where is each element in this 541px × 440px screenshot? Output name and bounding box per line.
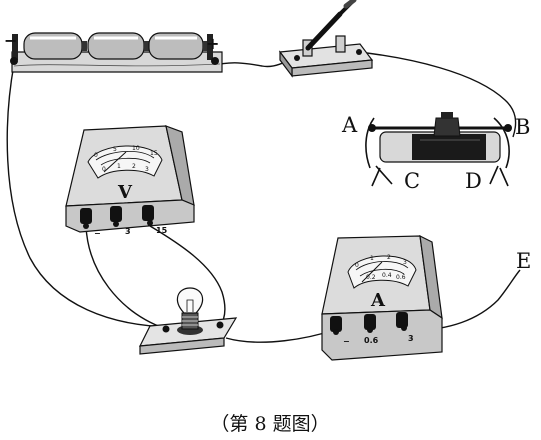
ammeter-terminal-label-0-6: 0.6 [364, 336, 379, 345]
ammeter-dial [347, 255, 417, 289]
ammeter-terminal-label-3: 3 [408, 334, 414, 343]
figure-caption: （第 8 题图） [210, 413, 329, 435]
wire-switch-to-rheostat-b [358, 51, 517, 138]
rheostat-coil [412, 134, 486, 160]
light-bulb [138, 287, 238, 355]
battery-negative-label: − [4, 31, 17, 50]
voltmeter-scale-top-3: 15 [150, 150, 158, 157]
voltmeter-terminal-label-minus: − [94, 229, 101, 238]
bulb-glass [176, 287, 204, 314]
battery-cell-2 [87, 32, 149, 60]
ammeter-scale-top-3: 3 [403, 259, 407, 266]
voltmeter-scale-top-1: 5 [113, 146, 117, 153]
rheostat-label-a: A [341, 113, 358, 137]
wire-voltmeter-minus-to-bulb [85, 225, 167, 330]
voltmeter: 0 5 10 15 0 1 2 3 V − 3 15 [65, 125, 195, 238]
voltmeter-terminal-label-15: 15 [156, 226, 168, 235]
voltmeter-scale-bottom-0: 0 [102, 166, 106, 173]
ammeter-scale-top-0: 0 [355, 262, 359, 269]
ammeter-scale-top-1: 1 [370, 255, 374, 262]
rheostat-terminal-a [368, 124, 376, 132]
battery-terminal-positive [211, 57, 219, 65]
wire-battery-to-bulb [6, 63, 173, 328]
wire-bulb-to-ammeter [225, 329, 335, 343]
battery-cell-1 [23, 32, 87, 60]
ammeter-scale-top-2: 2 [387, 254, 391, 261]
voltmeter-scale-bottom-3: 3 [145, 166, 149, 173]
battery-terminal-negative [10, 57, 18, 65]
knife-switch [278, 0, 374, 78]
voltmeter-terminal-label-3: 3 [125, 227, 131, 236]
ammeter-symbol: A [370, 290, 386, 311]
voltmeter-scale-top-2: 10 [132, 145, 140, 152]
ammeter-scale-bottom-1: 0.4 [382, 272, 392, 279]
rheostat-label-c: C [404, 169, 420, 193]
battery-pack: − + [4, 31, 223, 73]
voltmeter-terminals [80, 205, 154, 229]
rheostat-label-d: D [465, 169, 482, 193]
ammeter-terminal-label-minus: − [343, 337, 350, 346]
battery-cell-3 [148, 32, 207, 60]
ammeter-terminals [330, 312, 408, 335]
wire-end-label-e: E [516, 249, 531, 273]
ammeter-scale-bottom-2: 0.6 [396, 274, 406, 281]
voltmeter-scale-bottom-1: 1 [117, 163, 121, 170]
wire-voltmeter-3-to-bulb [149, 225, 226, 329]
rheostat: A B C D [341, 112, 530, 193]
rheostat-label-b: B [515, 115, 530, 139]
battery-positive-label: + [206, 34, 219, 53]
voltmeter-scale-top-0: 0 [94, 152, 98, 159]
switch-blade [305, 11, 343, 51]
rheostat-slider [433, 117, 461, 137]
ammeter: 0 1 2 3 0.2 0.4 0.6 A − 0.6 3 [321, 234, 443, 361]
rheostat-terminal-b [504, 124, 512, 132]
ammeter-scale-bottom-0: 0.2 [366, 274, 376, 281]
voltmeter-symbol: V [117, 182, 133, 203]
voltmeter-scale-bottom-2: 2 [132, 163, 136, 170]
